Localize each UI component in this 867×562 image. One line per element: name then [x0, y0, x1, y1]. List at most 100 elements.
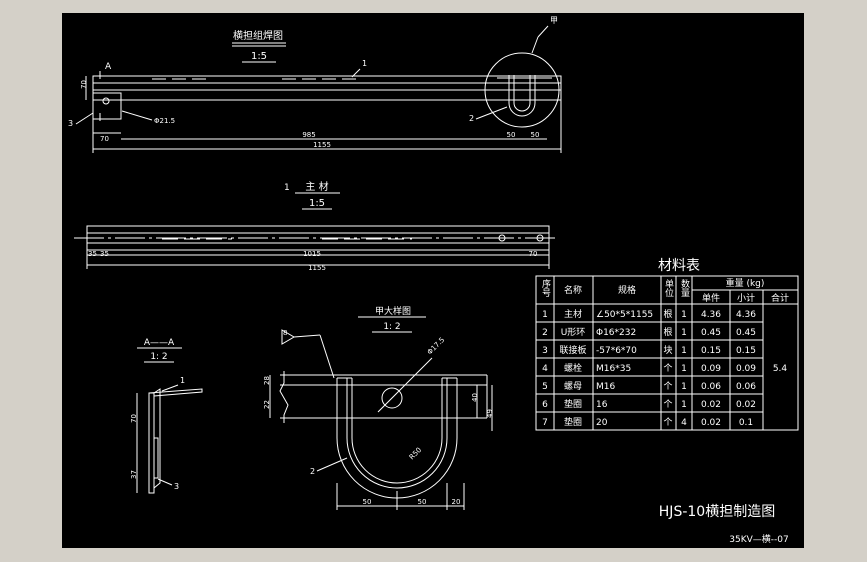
bom-cell-name: 螺母	[564, 381, 582, 392]
section-a-a-view: A——A 1: 2 70 37 1 3	[130, 338, 203, 494]
hdr-spec: 规格	[618, 284, 636, 296]
bom-cell-qty: 1	[681, 310, 687, 320]
bom-cell-unit: 个	[663, 381, 672, 392]
dim-phi-17-5: Φ17.5	[426, 336, 447, 357]
bom-cell-single: 0.06	[701, 382, 721, 392]
detail-label-2: 2	[310, 467, 315, 476]
bom-cell-spec: M16	[596, 382, 615, 392]
bom-cell-unit: 个	[663, 417, 672, 428]
bom-cell-qty: 1	[681, 382, 687, 392]
drawing-title: HJS-10横担制造图	[659, 504, 775, 520]
bom-cell-name: 主材	[564, 308, 582, 320]
dim-28: 28	[263, 376, 271, 385]
main-title: 主 材	[305, 180, 328, 193]
bom-cell-name: 垫圈	[564, 398, 582, 410]
drawing-sheet: 横担组焊图 1:5 A 70 3 1 Φ21.5 70 985	[62, 13, 804, 548]
hdr-no: 序号	[540, 278, 551, 298]
dim-1155-top: 1155	[313, 141, 331, 149]
total-value: 5.4	[773, 364, 788, 374]
dim-1015: 1015	[303, 250, 321, 258]
bom-cell-qty: 1	[681, 400, 687, 410]
bom-cell-subtotal: 0.06	[736, 382, 756, 392]
bom-table: 材料表 序号 名称 规格 单位 数量 重量 (kg) 单件 小计 合计 5.4 …	[535, 258, 799, 431]
bom-cell-spec: ∠50*5*1155	[596, 310, 653, 320]
bom-cell-spec: 16	[596, 400, 608, 410]
dim-49: 49	[486, 409, 494, 418]
bom-cell-qty: 1	[681, 328, 687, 338]
dim-70-left: 70	[80, 80, 88, 89]
dim-50a: 50	[507, 131, 516, 139]
drawing-code: 35KV—横--07	[729, 533, 788, 545]
hdr-single: 单件	[702, 292, 720, 304]
bom-cell-qty: 1	[681, 346, 687, 356]
main-index: 1	[284, 183, 290, 193]
bom-cell-unit: 根	[663, 308, 672, 320]
bom-cell-spec: Φ16*232	[596, 328, 636, 338]
bom-cell-single: 0.09	[701, 364, 721, 374]
bom-cell-no: 5	[542, 382, 548, 392]
bom-cell-subtotal: 4.36	[736, 310, 756, 320]
hdr-qty: 数量	[679, 278, 690, 297]
bom-cell-no: 2	[542, 328, 548, 338]
bom-cell-subtotal: 0.15	[736, 346, 756, 356]
section-mark-a: A	[105, 62, 112, 72]
bom-cell-no: 6	[542, 400, 548, 410]
cad-drawing: 横担组焊图 1:5 A 70 3 1 Φ21.5 70 985	[68, 16, 799, 545]
bom-cell-unit: 个	[663, 399, 672, 410]
bom-cell-unit: 根	[663, 326, 672, 338]
detail-scale: 1: 2	[383, 322, 400, 332]
hdr-total: 合计	[771, 292, 789, 304]
dim-r50: R50	[408, 446, 423, 461]
bom-cell-subtotal: 0.09	[736, 364, 756, 374]
dim-985: 985	[302, 131, 315, 139]
dim-20: 20	[452, 498, 461, 506]
dim-50d: 50	[418, 498, 427, 506]
main-member-view: 1 主 材 1:5 35 35 1015 70 1155	[74, 180, 557, 272]
detail-title: 甲大样图	[375, 305, 411, 317]
label-3: 3	[68, 119, 73, 128]
dim-22: 22	[263, 400, 271, 409]
bom-cell-name: 螺栓	[564, 362, 582, 374]
bom-cell-single: 0.45	[701, 328, 721, 338]
dim-70-main: 70	[529, 250, 538, 258]
dim-phi-21-5: Φ21.5	[154, 117, 175, 125]
bom-cell-no: 7	[542, 418, 548, 428]
assembly-title: 横担组焊图	[233, 29, 283, 42]
bom-cell-unit: 个	[663, 363, 672, 374]
bom-cell-subtotal: 0.1	[739, 418, 753, 428]
section-scale: 1: 2	[150, 352, 167, 362]
section-label-3: 3	[174, 482, 179, 491]
bom-cell-qty: 4	[681, 418, 687, 428]
bom-cell-qty: 1	[681, 364, 687, 374]
section-title: A——A	[144, 338, 175, 348]
dim-70-section: 70	[130, 414, 138, 423]
dim-70-bottom: 70	[100, 135, 109, 143]
assembly-view: 横担组焊图 1:5 A 70 3 1 Φ21.5 70 985	[68, 16, 562, 153]
bom-cell-no: 4	[542, 364, 548, 374]
bom-cell-name: 垫圈	[564, 416, 582, 428]
bom-cell-spec: M16*35	[596, 364, 631, 374]
dim-35b: 35	[100, 250, 109, 258]
bom-cell-single: 0.02	[701, 400, 721, 410]
bom-cell-single: 0.15	[701, 346, 721, 356]
bom-cell-subtotal: 0.02	[736, 400, 756, 410]
hdr-subtotal: 小计	[737, 292, 755, 304]
hdr-weight: 重量 (kg)	[726, 277, 765, 289]
bom-cell-no: 3	[542, 346, 548, 356]
dim-37: 37	[130, 470, 138, 479]
bom-cell-subtotal: 0.45	[736, 328, 756, 338]
label-2-assembly: 2	[469, 114, 474, 123]
bom-title: 材料表	[658, 258, 700, 274]
bom-cell-no: 1	[542, 310, 548, 320]
dim-8: 8	[283, 329, 287, 337]
bom-cell-single: 0.02	[701, 418, 721, 428]
bom-cell-spec: -57*6*70	[596, 346, 637, 356]
assembly-scale: 1:5	[251, 51, 267, 62]
